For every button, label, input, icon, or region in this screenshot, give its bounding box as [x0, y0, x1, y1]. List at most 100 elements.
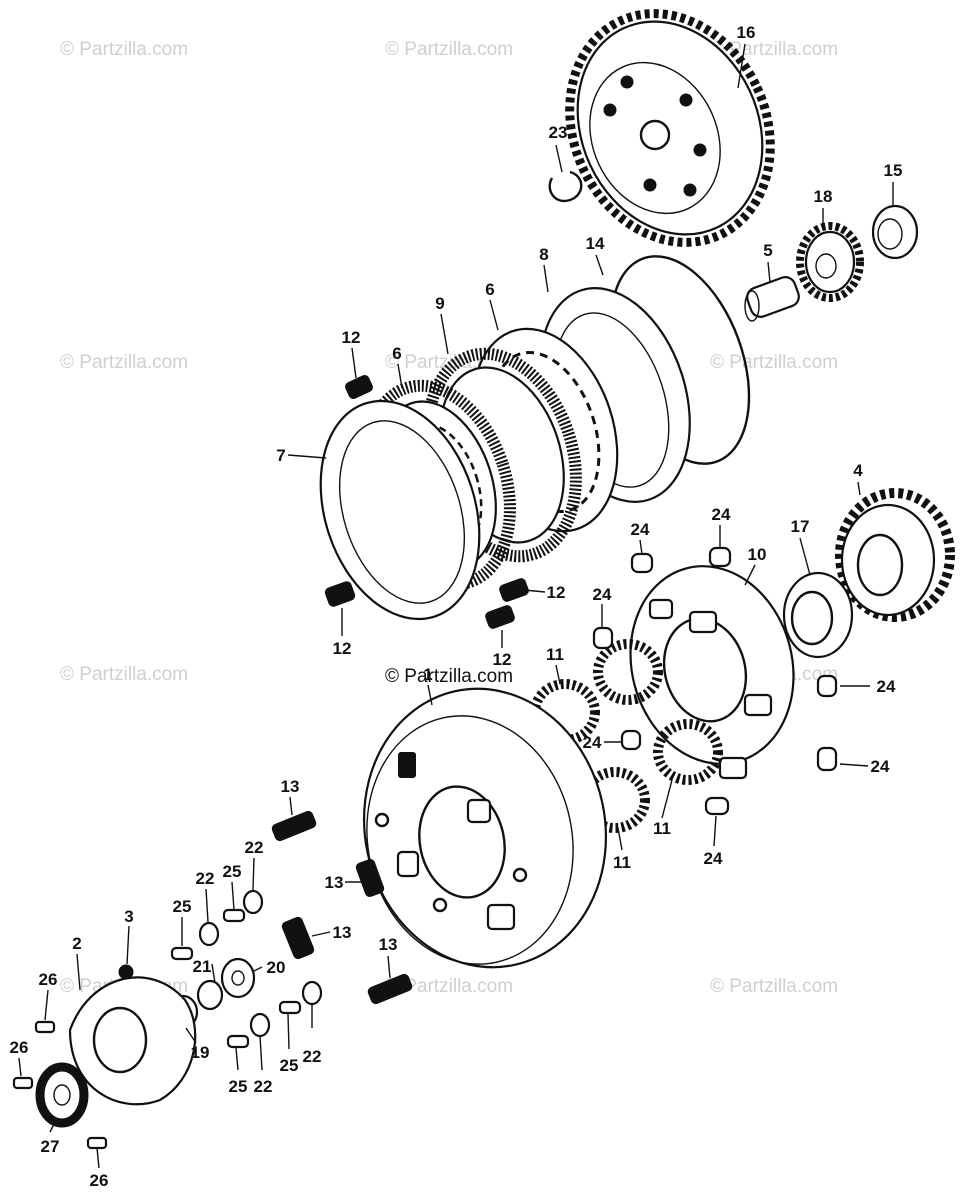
callout-25: 25 — [229, 1077, 248, 1096]
part-4-gear[interactable] — [835, 488, 955, 622]
part-10-clutch-center[interactable] — [609, 548, 815, 783]
callout-7: 7 — [276, 446, 285, 465]
part-24-roller[interactable] — [592, 626, 614, 650]
part-25-screw[interactable] — [278, 1000, 302, 1015]
part-20-lock-plate[interactable] — [220, 957, 256, 999]
part-2-cover[interactable] — [68, 976, 197, 1106]
part-7-pressure-plate[interactable] — [294, 380, 506, 639]
part-24-roller[interactable] — [708, 546, 732, 568]
callout-2: 2 — [72, 934, 81, 953]
callout-3: 3 — [124, 907, 133, 926]
part-24-roller[interactable] — [816, 746, 838, 772]
part-13-spring[interactable] — [354, 858, 385, 899]
part-18-small-gear[interactable] — [796, 222, 864, 302]
part-16-driven-gear[interactable] — [533, 0, 807, 276]
part-17-one-way-clutch[interactable] — [782, 571, 854, 659]
part-22-washer[interactable] — [249, 1012, 271, 1038]
callout-23: 23 — [549, 123, 568, 142]
callout-13: 13 — [325, 873, 344, 892]
watermark: © Partzilla.com — [385, 976, 513, 997]
callout-22: 22 — [254, 1077, 273, 1096]
callout-15: 15 — [884, 161, 903, 180]
watermark: © Partzilla.com — [710, 39, 838, 60]
part-21-washer[interactable] — [196, 979, 224, 1011]
callout-22: 22 — [245, 838, 264, 857]
part-24-roller[interactable] — [704, 796, 730, 816]
part-11-spring[interactable] — [593, 639, 663, 705]
part-26-screw[interactable] — [86, 1136, 108, 1150]
callout-21: 21 — [193, 957, 212, 976]
callout-19: 19 — [191, 1043, 210, 1062]
part-25-screw[interactable] — [170, 946, 194, 961]
callout-13: 13 — [281, 777, 300, 796]
part-12-spring[interactable] — [498, 577, 530, 603]
callout-22: 22 — [196, 869, 215, 888]
callout-5: 5 — [763, 241, 772, 260]
part-3-dowel[interactable] — [118, 964, 134, 980]
watermark: © Partzilla.com — [710, 976, 838, 997]
callout-18: 18 — [814, 187, 833, 206]
part-24-roller[interactable] — [630, 552, 654, 574]
part-12-spring[interactable] — [323, 580, 356, 608]
part-22-washer[interactable] — [301, 980, 323, 1006]
part-13-spring[interactable] — [270, 809, 318, 842]
callout-17: 17 — [791, 517, 810, 536]
callout-8: 8 — [539, 245, 548, 264]
callout-12: 12 — [342, 328, 361, 347]
callout-27: 27 — [41, 1137, 60, 1156]
callout-9: 9 — [435, 294, 444, 313]
part-23-snap-ring[interactable] — [548, 170, 583, 203]
callout-25: 25 — [173, 897, 192, 916]
part-12-spring[interactable] — [484, 604, 516, 630]
callout-24: 24 — [704, 849, 723, 868]
callout-6-rear: 6 — [485, 280, 494, 299]
part-11-spring[interactable] — [653, 719, 723, 785]
part-13-spring[interactable] — [280, 915, 315, 960]
watermark-center: © Partzilla.com — [385, 666, 513, 687]
callout-24: 24 — [583, 733, 602, 752]
callout-6-front: 6 — [392, 344, 401, 363]
callout-24: 24 — [871, 757, 890, 776]
callout-22: 22 — [303, 1047, 322, 1066]
callout-25: 25 — [280, 1056, 299, 1075]
part-22-washer[interactable] — [242, 889, 264, 915]
part-25-screw[interactable] — [226, 1034, 250, 1049]
callout-11: 11 — [613, 853, 631, 872]
watermark: © Partzilla.com — [385, 39, 513, 60]
callout-26: 26 — [90, 1171, 109, 1190]
part-26-screw[interactable] — [12, 1076, 34, 1090]
callout-24: 24 — [631, 520, 650, 539]
callouts: 16 23 15 18 5 14 8 6 9 6 7 12 12 12 12 4… — [10, 23, 903, 1190]
watermark: © Partzilla.com — [710, 352, 838, 373]
callout-26: 26 — [39, 970, 58, 989]
callout-24: 24 — [593, 585, 612, 604]
callout-10: 10 — [748, 545, 767, 564]
watermark: © Partzilla.com — [60, 664, 188, 685]
part-15-collar[interactable] — [871, 204, 919, 260]
part-5-needle-bearing[interactable] — [744, 274, 801, 322]
part-26-screw[interactable] — [34, 1020, 56, 1034]
part-25-screw[interactable] — [222, 908, 246, 923]
callout-11: 11 — [546, 645, 564, 664]
part-22-washer[interactable] — [198, 921, 220, 947]
part-24-roller[interactable] — [816, 674, 838, 698]
callout-13: 13 — [379, 935, 398, 954]
watermark: © Partzilla.com — [60, 39, 188, 60]
part-27-bearing[interactable] — [35, 1062, 89, 1128]
callout-24: 24 — [712, 505, 731, 524]
callout-4: 4 — [853, 461, 863, 480]
part-24-roller[interactable] — [620, 729, 642, 751]
part-12-spring[interactable] — [343, 373, 374, 400]
callout-12: 12 — [547, 583, 566, 602]
callout-13: 13 — [333, 923, 352, 942]
callout-12: 12 — [493, 650, 512, 669]
callout-1: 1 — [423, 665, 432, 684]
callout-16: 16 — [737, 23, 756, 42]
callout-12: 12 — [333, 639, 352, 658]
watermark: © Partzilla.com — [60, 352, 188, 373]
part-13-spring[interactable] — [366, 972, 414, 1005]
callout-26: 26 — [10, 1038, 29, 1057]
callout-14: 14 — [586, 234, 605, 253]
callout-20: 20 — [267, 958, 286, 977]
